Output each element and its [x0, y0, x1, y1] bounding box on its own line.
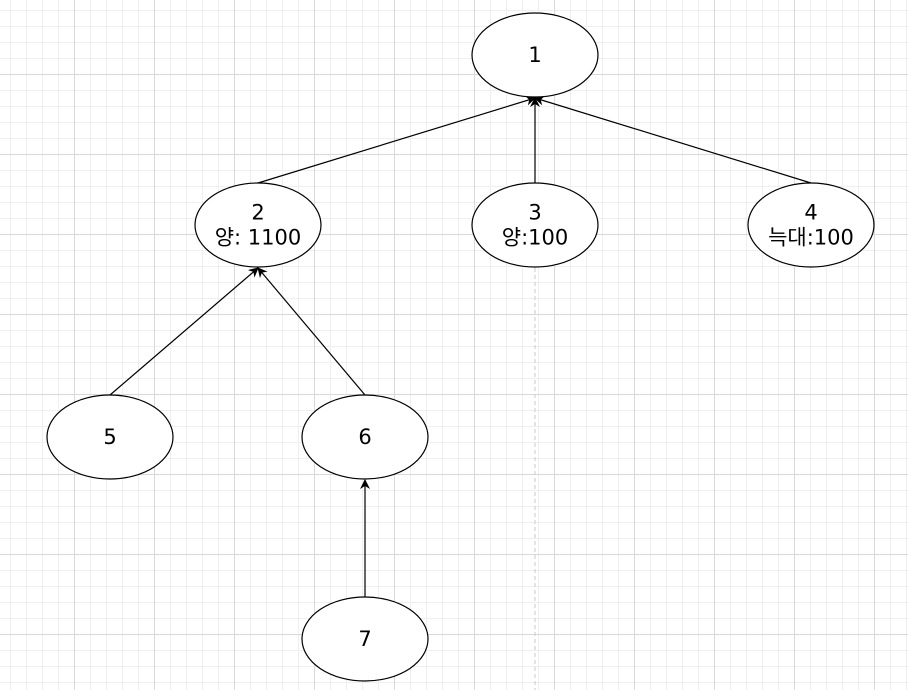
node-2-label: 2 — [251, 201, 264, 225]
node-5-label: 5 — [103, 425, 116, 449]
node-7-label: 7 — [358, 627, 371, 651]
node-3[interactable]: 3양:100 — [471, 182, 599, 268]
node-5[interactable]: 5 — [46, 394, 174, 480]
edge-5-to-2 — [109, 267, 259, 396]
node-6-label: 6 — [358, 425, 371, 449]
node-6[interactable]: 6 — [301, 394, 429, 480]
node-3-label: 3 — [528, 201, 541, 225]
node-1-shape — [471, 12, 599, 98]
node-7[interactable]: 7 — [301, 596, 429, 682]
node-3-shape — [471, 182, 599, 268]
node-6-shape — [301, 394, 429, 480]
node-2-value: 양: 1100 — [215, 226, 302, 250]
edge-2-to-1 — [257, 95, 536, 184]
edge-6-to-2 — [257, 267, 366, 396]
node-4[interactable]: 4늑대:100 — [747, 182, 875, 268]
node-1-label: 1 — [528, 43, 541, 67]
node-4-value: 늑대:100 — [768, 226, 854, 250]
node-2-shape — [194, 182, 322, 268]
node-4-shape — [747, 182, 875, 268]
node-4-label: 4 — [804, 201, 817, 225]
node-5-shape — [46, 394, 174, 480]
node-7-shape — [301, 596, 429, 682]
node-1[interactable]: 1 — [471, 12, 599, 98]
edge-4-to-1 — [534, 95, 812, 184]
node-2[interactable]: 2양: 1100 — [194, 182, 322, 268]
node-3-value: 양:100 — [502, 226, 568, 250]
